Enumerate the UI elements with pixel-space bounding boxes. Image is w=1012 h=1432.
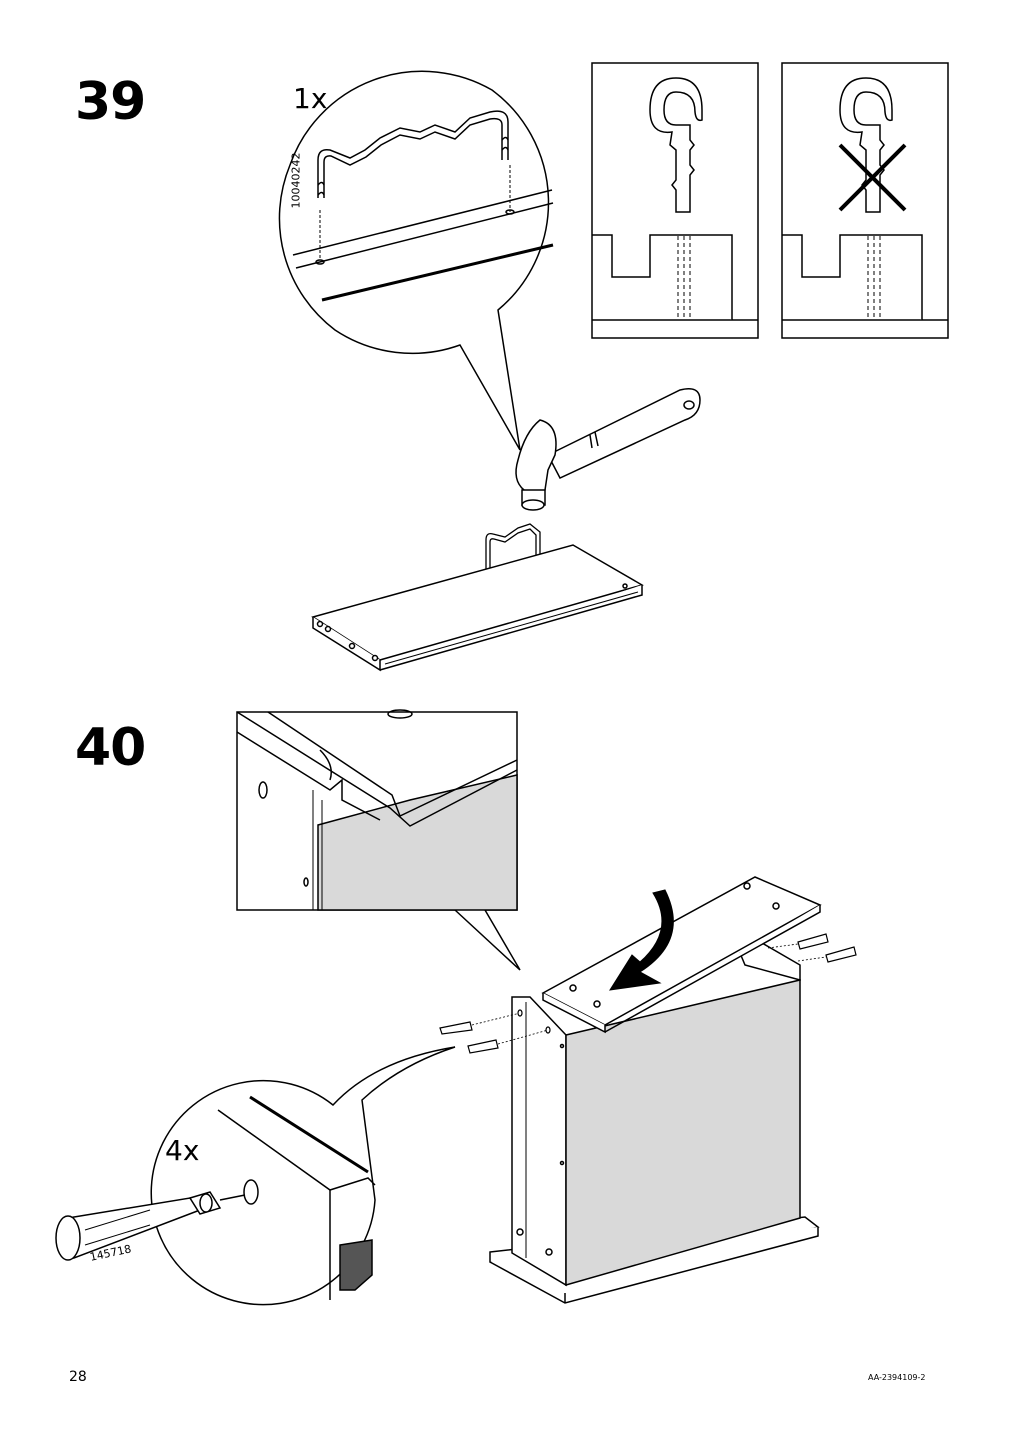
- shelf-icon: [313, 545, 642, 670]
- step-40-tool-part-number: 145718: [88, 1242, 133, 1264]
- cross-mark-icon: [840, 145, 905, 210]
- wire-clip-icon: [316, 111, 514, 264]
- cabinet-top-board: [543, 877, 820, 1032]
- step-39-quantity: 1x: [293, 82, 328, 115]
- arrow-icon: [610, 890, 673, 990]
- step-40-quantity: 4x: [165, 1134, 200, 1167]
- step-39-part-number: 10040242: [289, 152, 303, 209]
- step-40-number: 40: [75, 718, 146, 778]
- correct-insertion-panel: [592, 63, 758, 338]
- hammer-icon: [516, 389, 700, 510]
- detail-circle-content: [218, 1097, 375, 1300]
- incorrect-insertion-panel: [782, 63, 948, 338]
- screwdriver-icon: [56, 1192, 245, 1260]
- step-40-detail-circle: [151, 1047, 455, 1305]
- step-39-detail-callout: [279, 71, 548, 450]
- dowel-icon: [440, 934, 856, 1053]
- cabinet-body: [490, 943, 818, 1303]
- step-39-illustration: [0, 0, 1012, 700]
- step-40-detail-box: [237, 710, 520, 970]
- step-39-number: 39: [75, 72, 146, 132]
- wire-clip-small: [486, 524, 540, 620]
- document-code: AA-2394109-2: [868, 1373, 926, 1382]
- page-number: 28: [69, 1369, 87, 1385]
